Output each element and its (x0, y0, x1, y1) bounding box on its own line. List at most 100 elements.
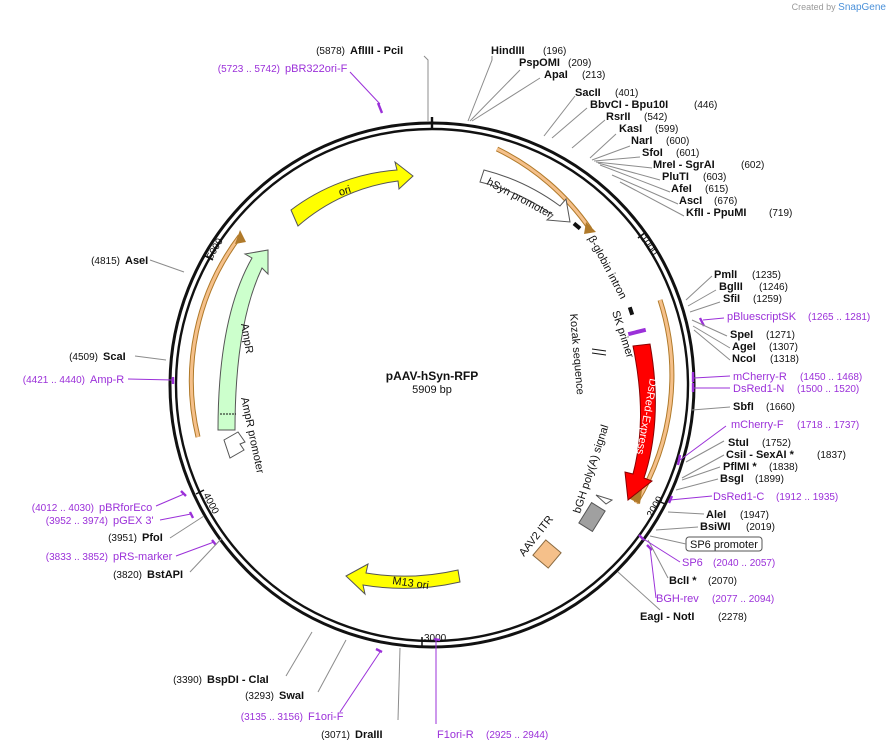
leader-swai (317, 639, 347, 693)
enz-name-bsgi: BsgI (720, 473, 744, 485)
pleader-mcherry-r (693, 375, 731, 379)
primer-pos-dsred1-c: (1912 .. 1935) (776, 492, 838, 503)
primer-mark-bgh-rev (646, 544, 653, 551)
enz-name-noti: EagI - NotI (640, 611, 694, 623)
enz-name-csii: CsiI - SexAI * (726, 449, 795, 461)
leader-stui (685, 440, 725, 463)
primer-name-prs-marker: pRS-marker (113, 551, 173, 563)
leader-scai (134, 355, 167, 361)
primer-leaders (127, 71, 731, 724)
pleader-pgex3 (159, 513, 192, 521)
leader-bglii (687, 289, 717, 307)
enz-name-swai: SwaI (279, 690, 304, 702)
enz-name-afei: AfeI (671, 183, 692, 195)
enz-pos-ncoi: (1318) (770, 354, 799, 365)
primer-pos-pbr322ori-f: (5723 .. 5742) (218, 64, 280, 75)
aav2-itr-feature (532, 539, 562, 569)
enz-pos-afei: (615) (705, 184, 728, 195)
primer-pos-bgh-rev: (2077 .. 2094) (712, 594, 774, 605)
enz-name-rsrii: RsrII (606, 111, 630, 123)
enz-pos-kfli: (719) (769, 208, 792, 219)
enz-name-draiii: DraIII (355, 729, 383, 741)
primer-mark-f1ori-r (433, 637, 441, 642)
primer-name-dsred1-n: DsRed1-N (733, 383, 784, 395)
leader-kasi (589, 133, 617, 159)
enz-pos-spei: (1271) (766, 330, 795, 341)
primer-name-f1ori-r: F1ori-R (437, 729, 474, 741)
primer-pos-pbluescriptsk: (1265 .. 1281) (808, 312, 870, 323)
primer-mark-pgex3 (188, 511, 195, 519)
enz-pos-apai: (213) (582, 70, 605, 81)
orf-bar-upper-right-head (584, 222, 596, 234)
enz-name-bbvci: BbvCI - Bpu10I (590, 99, 668, 111)
enz-name-hindIII: HindIII (491, 45, 525, 57)
sp6-promoter-label: SP6 promoter (690, 539, 758, 551)
hsyn-promoter-feature (479, 169, 571, 223)
pleader-dsred1-c (669, 495, 713, 501)
leader-pflmi (681, 466, 721, 481)
ampr-promoter-feature (223, 431, 246, 459)
enz-pos-sbfi: (1660) (766, 402, 795, 413)
enz-pos-kasi: (599) (655, 124, 678, 135)
enz-pos-csii: (1837) (817, 450, 846, 461)
enz-pos-agei: (1307) (769, 342, 798, 353)
snapgene-brand: Created by SnapGene (791, 2, 886, 13)
orf-bar-upper-right-fill (496, 147, 592, 230)
pleader-mcherry-f (679, 425, 727, 461)
leader-notI (617, 571, 661, 611)
ori-feature (290, 160, 414, 227)
enz-pos-asei: (4815) (91, 256, 120, 267)
enz-pos-bcli: (2070) (708, 576, 737, 587)
enz-name-bstapi: BstAPI (147, 569, 183, 581)
leader-sbfi (691, 406, 731, 411)
enz-pos-alei: (1947) (740, 510, 769, 521)
leader-asci (611, 174, 679, 205)
m13-ori-feature (345, 563, 461, 596)
ampr-promoter-label: AmpR promoter (238, 396, 266, 475)
enz-pos-sacii: (401) (615, 88, 638, 99)
leader-ncoi (693, 329, 731, 361)
primer-pos-amp-r: (4421 .. 4440) (23, 375, 85, 386)
leader-pfoi (169, 515, 205, 539)
tick-2000 (655, 499, 666, 505)
primer-pos-f1ori-f: (3135 .. 3156) (241, 712, 303, 723)
leader-sfoi (593, 156, 641, 162)
primer-pos-mcherry-r: (1450 .. 1468) (800, 372, 862, 383)
pleader-amp-r (127, 378, 174, 381)
pleader-f1ori-f (339, 651, 381, 713)
enz-pos-rsrii: (542) (644, 112, 667, 123)
primer-mark-pbrforeco (180, 490, 187, 497)
primer-marks (171, 102, 706, 654)
enz-name-bcli: BclI * (669, 575, 697, 587)
enz-pos-pspomi: (209) (568, 58, 591, 69)
primer-name-sp6: SP6 (682, 557, 703, 569)
leader-sfii (689, 301, 721, 313)
tick-1000 (637, 231, 647, 239)
primer-pos-prs-marker: (3833 .. 3852) (46, 552, 108, 563)
leader-spei (691, 319, 728, 337)
m13-ori-label: M13 ori (392, 575, 430, 592)
leader-bsgi (675, 478, 719, 491)
leader-bbvci (551, 107, 588, 139)
enzyme-labels: (5878) AflIII - PciI HindIII (196) PspOM… (69, 45, 846, 741)
primer-pos-mcherry-f: (1718 .. 1737) (797, 420, 859, 431)
tick-5000 (204, 255, 214, 261)
tick-4000 (195, 489, 205, 495)
orf-bar-right-head (628, 490, 642, 504)
primer-name-bgh-rev: BGH-rev (656, 593, 699, 605)
enz-name-clai: BspDI - ClaI (207, 674, 269, 686)
pleader-pbluescriptsk (702, 317, 725, 321)
enz-pos-swai: (3293) (245, 691, 274, 702)
enz-name-bsiwi: BsiWI (700, 521, 731, 533)
ampr-feature (217, 249, 269, 431)
ampr-label: AmpR (238, 322, 255, 354)
enz-pos-stui: (1752) (762, 438, 791, 449)
bgh-small-arrow (595, 494, 614, 505)
enz-name-spei: SpeI (730, 329, 753, 341)
kozak-sequence-label: Kozak sequence (567, 313, 586, 395)
enz-pos-sfoi: (601) (676, 148, 699, 159)
leader-aflIII (423, 55, 429, 122)
plasmid-name: pAAV-hSyn-RFP (386, 369, 478, 383)
orf-bar-left-fill (189, 235, 242, 438)
primer-mark-f1ori-f (375, 647, 383, 654)
